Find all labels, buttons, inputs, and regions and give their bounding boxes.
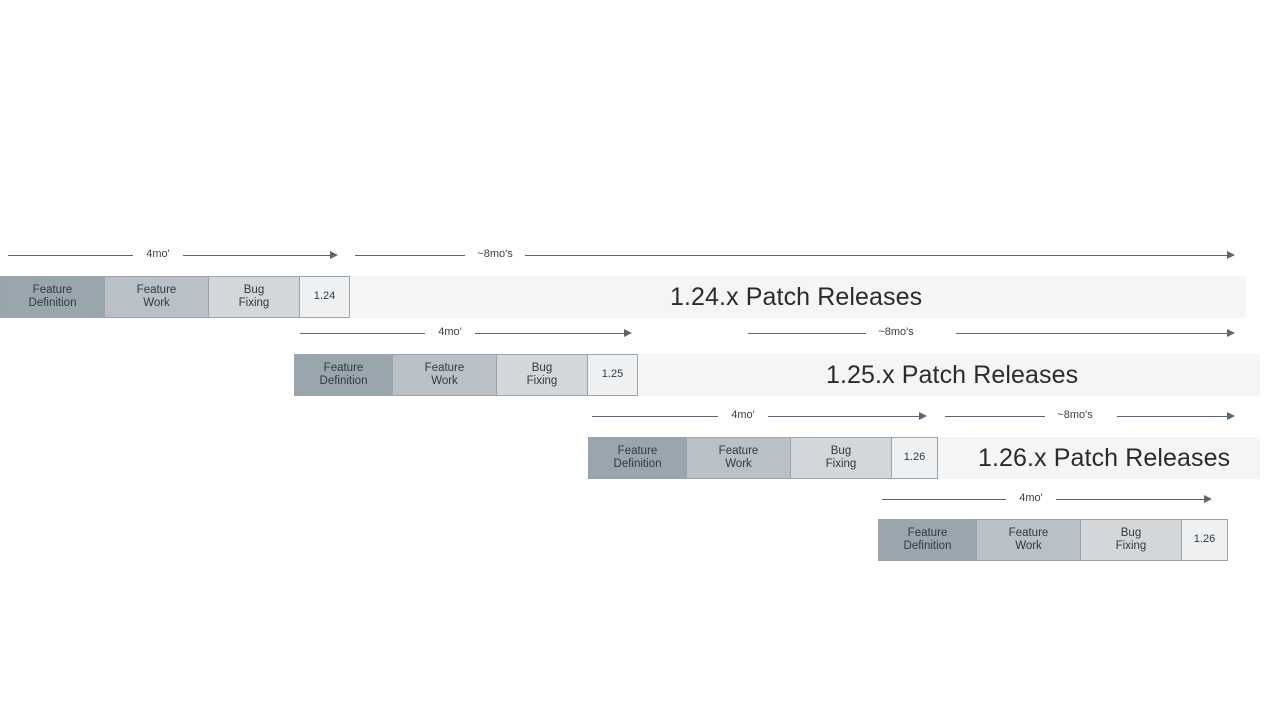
measure-label-dev: 4mo'	[1019, 492, 1043, 504]
phase-group-126: Feature Definition Feature Work Bug Fixi…	[588, 437, 938, 479]
phase-bug-fixing[interactable]: Bug Fixing	[496, 354, 588, 396]
patch-duration-measure-125: ~8mo's	[748, 326, 1235, 342]
measure-arrowhead	[624, 329, 632, 337]
phase-label-line-2: Fixing	[238, 297, 270, 309]
phase-version-badge[interactable]: 1.26	[891, 437, 938, 479]
phase-label-line-1: Feature	[424, 361, 465, 374]
patch-release-label-125: 1.25.x Patch Releases	[826, 360, 1079, 389]
phase-label-line-2: Fixing	[825, 458, 857, 470]
phase-label-line-1: Feature	[718, 444, 759, 457]
phase-label-line-2: Work	[1015, 540, 1042, 552]
measure-label-dev: 4mo'	[146, 248, 170, 260]
phase-group-next: Feature Definition Feature Work Bug Fixi…	[878, 519, 1228, 561]
phase-label-line-2: Fixing	[526, 375, 558, 387]
phase-version-badge[interactable]: 1.25	[587, 354, 638, 396]
phase-feature-work[interactable]: Feature Work	[392, 354, 497, 396]
measure-line-right	[183, 255, 330, 256]
measure-line-right	[1117, 416, 1227, 417]
measure-arrowhead	[1227, 329, 1235, 337]
phase-version-badge[interactable]: 1.24	[299, 276, 350, 318]
measure-line-left	[882, 499, 1006, 500]
phase-label-line-2: Definition	[28, 297, 77, 309]
phase-label-line-1: Bug	[531, 361, 553, 374]
patch-duration-measure-126: ~8mo's	[945, 409, 1235, 425]
phase-label-line-2: Fixing	[1115, 540, 1147, 552]
phase-label-line-1: Feature	[136, 283, 177, 296]
measure-arrowhead	[1227, 412, 1235, 420]
phase-label-line-1: Feature	[323, 361, 364, 374]
measure-line-right	[956, 333, 1227, 334]
phase-label-line-2: Work	[431, 375, 458, 387]
dev-duration-measure-124: 4mo'	[8, 248, 338, 264]
phase-bug-fixing[interactable]: Bug Fixing	[1080, 519, 1182, 561]
phase-feature-work[interactable]: Feature Work	[976, 519, 1081, 561]
phase-version-badge[interactable]: 1.26	[1181, 519, 1228, 561]
measure-label-dev: 4mo'	[731, 409, 755, 421]
phase-bug-fixing[interactable]: Bug Fixing	[790, 437, 892, 479]
phase-label-line-2: Work	[143, 297, 170, 309]
dev-duration-measure-next: 4mo'	[882, 492, 1212, 508]
phase-label-line-2: Definition	[613, 458, 662, 470]
measure-line-left	[355, 255, 465, 256]
measure-label-patch: ~8mo's	[1057, 409, 1093, 421]
phase-bug-fixing[interactable]: Bug Fixing	[208, 276, 300, 318]
phase-feature-definition[interactable]: Feature Definition	[294, 354, 393, 396]
measure-line-left	[592, 416, 718, 417]
phase-label-line-2: Definition	[319, 375, 368, 387]
dev-duration-measure-125: 4mo'	[300, 326, 632, 342]
phase-label-line-1: Bug	[830, 444, 852, 457]
phase-feature-work[interactable]: Feature Work	[686, 437, 791, 479]
measure-line-right	[525, 255, 1227, 256]
phase-group-125: Feature Definition Feature Work Bug Fixi…	[294, 354, 638, 396]
phase-feature-definition[interactable]: Feature Definition	[0, 276, 105, 318]
measure-label-dev: 4mo'	[438, 326, 462, 338]
measure-line-left	[748, 333, 866, 334]
phase-feature-definition[interactable]: Feature Definition	[588, 437, 687, 479]
measure-label-patch: ~8mo's	[878, 326, 914, 338]
phase-label-line-1: Feature	[617, 444, 658, 457]
phase-label-line-2: Definition	[903, 540, 952, 552]
phase-label-line-1: Bug	[243, 283, 265, 296]
measure-arrowhead	[919, 412, 927, 420]
measure-line-right	[1056, 499, 1204, 500]
phase-label-line-1: Bug	[1120, 526, 1142, 539]
patch-release-label-124: 1.24.x Patch Releases	[670, 282, 923, 311]
measure-line-right	[768, 416, 919, 417]
patch-duration-measure-124: ~8mo's	[355, 248, 1235, 264]
phase-feature-work[interactable]: Feature Work	[104, 276, 209, 318]
measure-line-left	[945, 416, 1045, 417]
phase-feature-definition[interactable]: Feature Definition	[878, 519, 977, 561]
measure-arrowhead	[1227, 251, 1235, 259]
phase-group-124: Feature Definition Feature Work Bug Fixi…	[0, 276, 350, 318]
dev-duration-measure-126: 4mo'	[592, 409, 927, 425]
phase-label-line-1: Feature	[32, 283, 73, 296]
measure-line-left	[8, 255, 133, 256]
patch-release-label-126: 1.26.x Patch Releases	[978, 443, 1231, 472]
measure-line-left	[300, 333, 425, 334]
measure-line-right	[475, 333, 624, 334]
phase-label-line-1: Feature	[907, 526, 948, 539]
measure-label-patch: ~8mo's	[477, 248, 513, 260]
phase-label-line-2: Work	[725, 458, 752, 470]
phase-label-line-1: Feature	[1008, 526, 1049, 539]
measure-arrowhead	[330, 251, 338, 259]
measure-arrowhead	[1204, 495, 1212, 503]
